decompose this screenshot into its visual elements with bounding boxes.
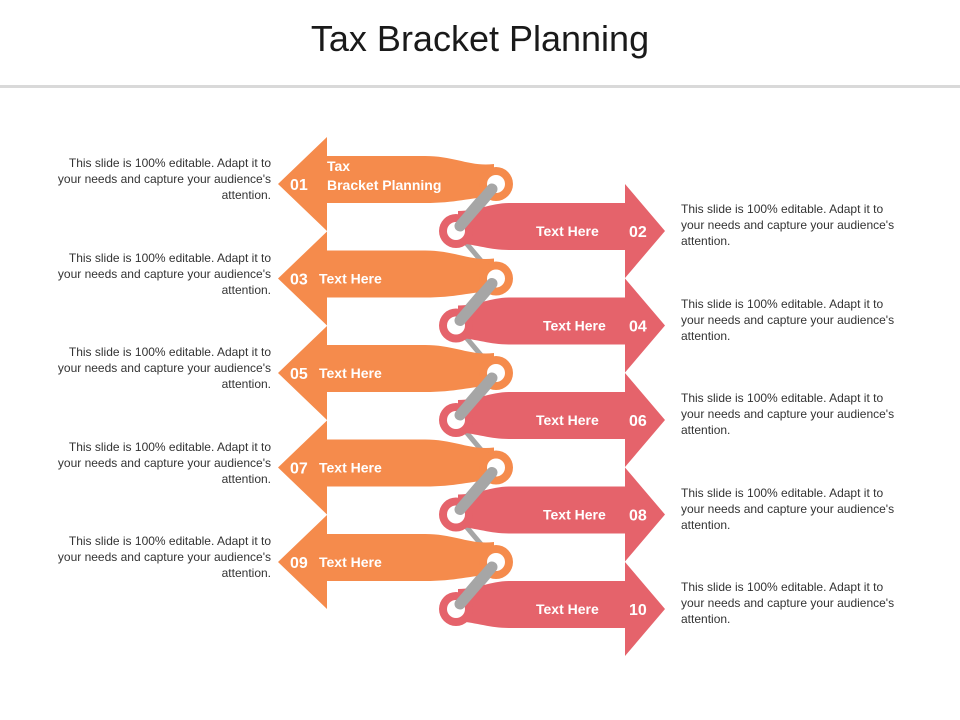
link-bar-03: [454, 278, 498, 326]
step-label-10: Text Here: [536, 601, 599, 617]
description-10: This slide is 100% editable. Adapt it to…: [681, 580, 895, 626]
step-number-06: 06: [629, 413, 647, 430]
description-03: This slide is 100% editable. Adapt it to…: [57, 250, 271, 297]
step-label-09: Text Here: [319, 554, 382, 570]
step-label-01-line-2: Bracket Planning: [327, 177, 441, 193]
step-number-07: 07: [290, 461, 308, 478]
step-number-03: 03: [290, 272, 308, 289]
arrow-shapes: [278, 137, 665, 656]
step-label-01-line-1: Tax: [327, 158, 350, 174]
description-08: This slide is 100% editable. Adapt it to…: [681, 485, 895, 532]
step-label-07: Text Here: [319, 460, 382, 476]
description-01: This slide is 100% editable. Adapt it to…: [57, 156, 271, 202]
arrow-step-07: [278, 420, 494, 515]
step-label-06: Text Here: [536, 412, 599, 428]
step-label-03: Text Here: [319, 271, 382, 287]
link-bar-01: [454, 183, 498, 232]
arrow-step-09: [278, 515, 494, 609]
link-bar-07: [454, 467, 498, 515]
description-09: This slide is 100% editable. Adapt it to…: [57, 534, 271, 580]
link-bar-05: [454, 372, 498, 421]
arrow-step-01: [278, 137, 494, 231]
description-05: This slide is 100% editable. Adapt it to…: [57, 345, 271, 391]
step-number-09: 09: [290, 555, 308, 572]
step-label-04: Text Here: [543, 318, 606, 334]
slide-title: Tax Bracket Planning: [310, 18, 650, 59]
step-number-04: 04: [629, 319, 647, 336]
arrow-step-03: [278, 231, 494, 326]
step-number-05: 05: [290, 366, 308, 383]
step-label-08: Text Here: [543, 507, 606, 523]
step-number-08: 08: [629, 508, 647, 525]
step-label-02: Text Here: [536, 223, 599, 239]
description-07: This slide is 100% editable. Adapt it to…: [57, 439, 271, 486]
arrow-step-10: [458, 562, 665, 656]
step-label-05: Text Here: [319, 365, 382, 381]
description-06: This slide is 100% editable. Adapt it to…: [681, 391, 895, 437]
step-number-02: 02: [629, 224, 647, 241]
arrow-step-02: [458, 184, 665, 278]
step-number-10: 10: [629, 602, 647, 619]
title-divider: [0, 85, 960, 88]
arrow-step-05: [278, 326, 494, 420]
description-04: This slide is 100% editable. Adapt it to…: [681, 296, 895, 343]
ring-connectors: [439, 167, 513, 626]
arrow-step-08: [458, 467, 665, 562]
arrow-step-06: [458, 373, 665, 467]
arrow-step-04: [458, 278, 665, 373]
step-number-01: 01: [290, 177, 308, 194]
link-bar-09: [454, 561, 498, 610]
description-02: This slide is 100% editable. Adapt it to…: [681, 202, 895, 248]
